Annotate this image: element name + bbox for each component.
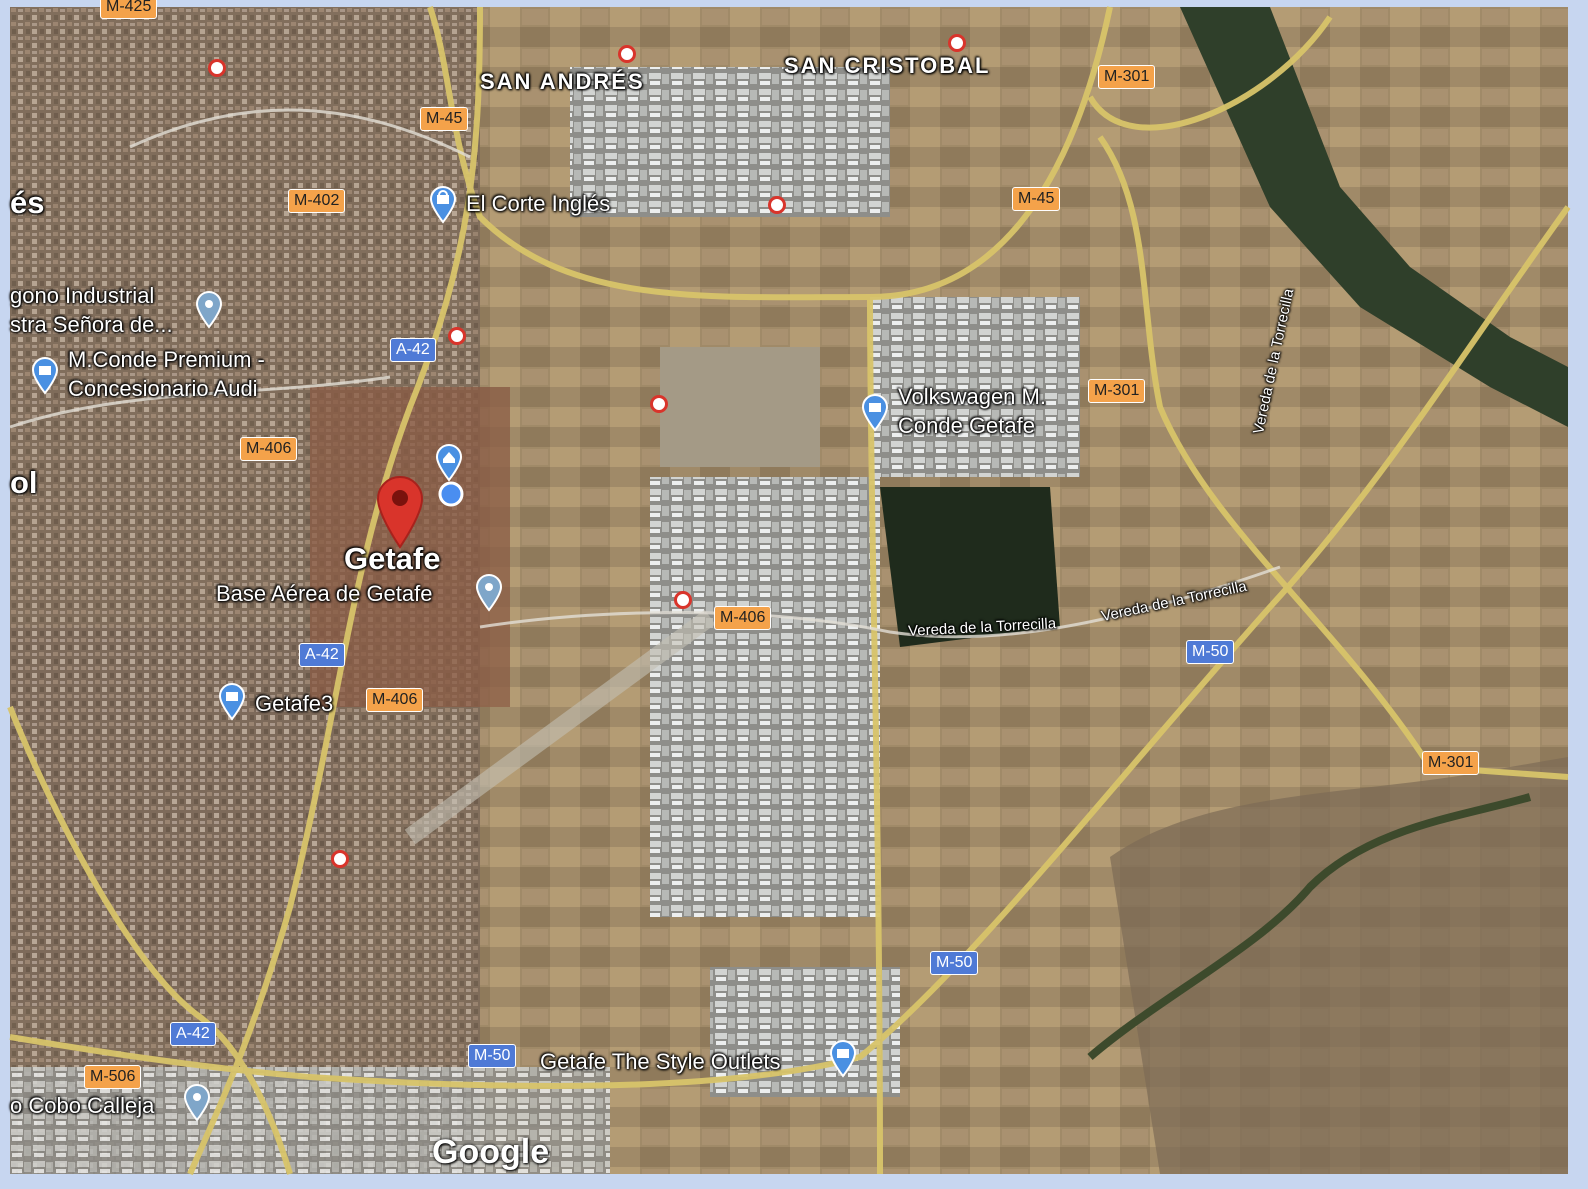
label-vw-2[interactable]: Conde Getafe — [898, 413, 1035, 438]
restaurant-icon[interactable] — [331, 850, 349, 868]
label-edge-ol: ol — [10, 465, 38, 500]
restaurant-icon[interactable] — [768, 196, 786, 214]
road-shield-m406: M-406 — [240, 437, 298, 461]
shopping-bag-icon[interactable] — [30, 356, 60, 395]
label-san-andres[interactable]: SAN ANDRÉS — [480, 69, 645, 94]
label-getafe[interactable]: Getafe — [344, 541, 441, 576]
road-shield-m506: M-506 — [84, 1065, 142, 1089]
label-mconde-2[interactable]: Concesionario Audi — [68, 376, 258, 401]
label-poligono-2[interactable]: stra Señora de... — [10, 312, 173, 337]
restaurant-icon[interactable] — [674, 591, 692, 609]
road-shield-m50: M-50 — [930, 951, 979, 975]
map-view[interactable]: M-425 M-45 M-402 M-301 M-45 M-301 M-301 … — [7, 0, 1571, 1176]
label-cobo-calleja[interactable]: o Cobo Calleja — [10, 1093, 155, 1118]
current-location-icon — [438, 481, 464, 507]
shopping-bag-icon[interactable] — [828, 1039, 858, 1078]
road-shield-m425: M-425 — [100, 0, 158, 19]
label-getafe3[interactable]: Getafe3 — [255, 691, 334, 716]
restaurant-icon[interactable] — [618, 45, 636, 63]
restaurant-icon[interactable] — [948, 34, 966, 52]
road-shield-a42: A-42 — [390, 338, 436, 362]
map-pin-icon[interactable] — [194, 290, 224, 329]
label-san-cristobal[interactable]: SAN CRISTOBAL — [784, 53, 991, 78]
restaurant-icon[interactable] — [448, 327, 466, 345]
home-icon[interactable] — [434, 443, 464, 482]
satellite-imagery — [7, 6, 1571, 1176]
google-logo: Google — [432, 1133, 550, 1171]
restaurant-icon[interactable] — [208, 59, 226, 77]
shopping-bag-icon[interactable] — [428, 185, 458, 224]
map-pin-icon[interactable] — [474, 573, 504, 612]
road-shield-m45: M-45 — [1012, 187, 1061, 211]
shopping-bag-icon[interactable] — [860, 393, 890, 432]
label-base-aerea[interactable]: Base Aérea de Getafe — [216, 581, 433, 606]
restaurant-icon[interactable] — [650, 395, 668, 413]
road-shield-m50: M-50 — [1186, 640, 1235, 664]
road-shield-m402: M-402 — [288, 189, 346, 213]
road-shield-m301: M-301 — [1088, 379, 1146, 403]
label-poligono-1[interactable]: gono Industrial — [10, 283, 155, 308]
label-vw-1[interactable]: Volkswagen M. — [898, 384, 1046, 409]
label-edge-es: és — [10, 185, 45, 220]
road-shield-m301: M-301 — [1098, 65, 1156, 89]
label-el-corte-ingles[interactable]: El Corte Inglés — [466, 191, 611, 216]
road-shield-m45: M-45 — [420, 107, 469, 131]
label-style-outlets[interactable]: Getafe The Style Outlets — [540, 1049, 781, 1074]
road-shield-m50: M-50 — [468, 1044, 517, 1068]
road-shield-a42: A-42 — [170, 1022, 216, 1046]
road-shield-m406: M-406 — [714, 606, 772, 630]
road-shield-m406: M-406 — [366, 688, 424, 712]
road-shield-a42: A-42 — [299, 643, 345, 667]
map-pin-icon[interactable] — [182, 1083, 212, 1122]
road-shield-m301: M-301 — [1422, 751, 1480, 775]
label-mconde-1[interactable]: M.Conde Premium - — [68, 347, 265, 372]
shopping-bag-icon[interactable] — [217, 682, 247, 721]
location-pin-icon[interactable] — [374, 473, 426, 549]
